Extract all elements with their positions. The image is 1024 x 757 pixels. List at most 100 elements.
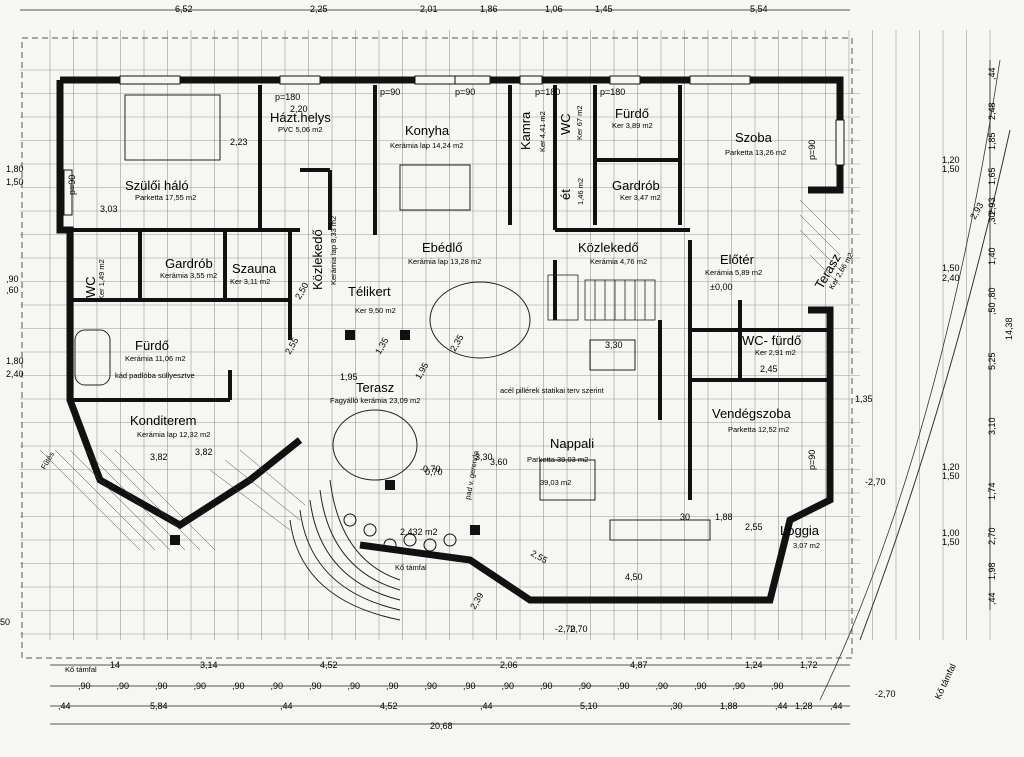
- left-dim-4: 1,80: [6, 356, 24, 366]
- right-dim-2: 1,50: [942, 263, 960, 273]
- right-dim2-13: 1,98: [987, 562, 997, 580]
- bottom-dim2-17: ,90: [733, 681, 746, 691]
- door-label-6: p=90: [67, 175, 77, 195]
- misc-label-26: 30: [680, 512, 690, 522]
- bottom-dim2-1: ,90: [117, 681, 130, 691]
- room-furdo2-info: Kerámia 11,06 m2: [125, 354, 186, 363]
- misc-label-10: 3,60: [490, 457, 508, 467]
- room-gardrob2: Gardrób: [165, 256, 213, 271]
- right-dim2-15: 14,38: [1004, 317, 1014, 340]
- plants: [343, 513, 457, 552]
- room-kozlekedo2: Közlekedő: [578, 240, 639, 255]
- right-dim2-7: ,80: [987, 287, 997, 300]
- bottom-dim3-5: 5,10: [580, 701, 598, 711]
- room-furdo1-info: Ker 3,89 m2: [612, 121, 653, 130]
- left-dim-2: ,90: [6, 274, 19, 284]
- bottom-dim2-13: ,90: [579, 681, 592, 691]
- room-szoba: Szoba: [735, 130, 773, 145]
- room-szuloi: Szülői háló: [125, 178, 189, 193]
- right-dim2-9: 5,25: [987, 352, 997, 370]
- bottom-dim3-10: ,44: [830, 701, 843, 711]
- misc-label-7: 1,35: [855, 394, 873, 404]
- room-furdo1: Fürdő: [615, 106, 649, 121]
- room-terasz-info: Fagyálló kerámia 23,09 m2: [330, 396, 420, 405]
- level-4: -2,70: [875, 689, 896, 699]
- bottom-dim2-12: ,90: [540, 681, 553, 691]
- top-dim-3: 1,86: [480, 4, 498, 14]
- level-1: -0,70: [420, 464, 441, 474]
- room-szauna-info: Ker 3,11 m2: [230, 277, 270, 286]
- bottom-dim2-9: ,90: [425, 681, 438, 691]
- right-dim-5: 1,50: [942, 471, 960, 481]
- right-dim-6: 1,00: [942, 528, 960, 538]
- bed: [124, 94, 221, 161]
- right-dim2-11: 1,74: [987, 482, 997, 500]
- room-wc1-info: Ker 67 m2: [575, 105, 584, 140]
- right-dim2-8: ,50: [987, 302, 997, 315]
- bottom-dim2-7: ,90: [348, 681, 361, 691]
- bottom-dim3-4: ,44: [480, 701, 493, 711]
- door-label-0: p=180: [275, 92, 300, 102]
- bottom-dim3-8: ,44: [775, 701, 788, 711]
- sofa: [589, 339, 636, 371]
- level-2: -2,70: [865, 477, 886, 487]
- misc-label-17: 1,95: [340, 372, 358, 382]
- total-dim: 20,68: [430, 721, 453, 731]
- room-gardrob1-info: Ker 3,47 m2: [620, 193, 661, 202]
- room-vendegszoba: Vendégszoba: [712, 406, 792, 421]
- misc-label-2: 2,23: [230, 137, 248, 147]
- right-dim-3: 2,40: [942, 273, 960, 283]
- right-dim2-14: ,44: [987, 592, 997, 605]
- bottom-dim3-2: ,44: [280, 701, 293, 711]
- room-haztart-info: PVC 5,06 m2: [278, 125, 323, 134]
- room-gardrob1: Gardrób: [612, 178, 660, 193]
- bathtub: [74, 329, 111, 386]
- bottom-dim2-18: ,90: [771, 681, 784, 691]
- misc-label-11: 3,30: [475, 452, 493, 462]
- terrace-table: [332, 409, 418, 481]
- room-kozlekedo2-info: Kerámia 4,76 m2: [590, 257, 647, 266]
- bottom-dim2-5: ,90: [271, 681, 284, 691]
- bottom-dim3-6: ,30: [670, 701, 683, 711]
- grid: [20, 30, 991, 640]
- bottom-dim3-7: 1,88: [720, 701, 738, 711]
- kitchen-table: [399, 164, 471, 211]
- sofa-bottom: [609, 519, 711, 541]
- room-wcfurdo-info: Ker 2,91 m2: [755, 348, 796, 357]
- room-wc2-info: Ker 1,49 m2: [97, 259, 106, 300]
- terrace-hatch: [39, 199, 841, 551]
- right-dim2-2: 1,85: [987, 132, 997, 150]
- bottom-dim1-5: 1,72: [800, 660, 818, 670]
- bottom-dim3-3: 4,52: [380, 701, 398, 711]
- bottom-dim3-0: ,44: [58, 701, 71, 711]
- curved-steps: [289, 479, 401, 621]
- room-kozlekedo1: Közlekedő: [310, 229, 325, 290]
- left-dim-1: 1,50: [6, 177, 24, 187]
- misc-label-9: 3,82: [195, 447, 213, 457]
- pillars: [170, 330, 480, 545]
- right-dim2-5: ,30: [987, 212, 997, 225]
- room-loggia-info: 3,07 m2: [793, 541, 820, 550]
- note-area3: 39,03 m2: [540, 478, 571, 487]
- misc-label-21: 0,70: [425, 467, 443, 477]
- room-telikert-info: Ker 9,50 m2: [355, 306, 396, 315]
- note-kad: kád padlóba süllyesztve: [115, 371, 195, 380]
- top-dim-0: 6,52: [175, 4, 193, 14]
- note-area2: 2,432 m2: [400, 527, 438, 537]
- right-dim2-12: 2,70: [987, 527, 997, 545]
- bottom-dim2-10: ,90: [463, 681, 476, 691]
- room-kamra: Kamra: [518, 111, 533, 150]
- room-nappali: Nappali: [550, 436, 594, 451]
- site-curve: [859, 129, 1011, 641]
- level-3: -2,70: [555, 624, 576, 634]
- door-label-2: p=90: [455, 87, 475, 97]
- door-label-5: p=90: [807, 140, 817, 160]
- room-konyha-info: Kerámia lap 14,24 m2: [390, 141, 463, 150]
- top-dim-4: 1,06: [545, 4, 563, 14]
- misc-label-5: 3,30: [605, 340, 623, 350]
- room-wcfurdo: WC- fürdő: [742, 333, 801, 348]
- right-dim-1: 1,50: [942, 164, 960, 174]
- room-et: ét: [558, 189, 573, 200]
- room-kozlekedo1-info: Kerámia lap 8,33 m2: [329, 216, 338, 285]
